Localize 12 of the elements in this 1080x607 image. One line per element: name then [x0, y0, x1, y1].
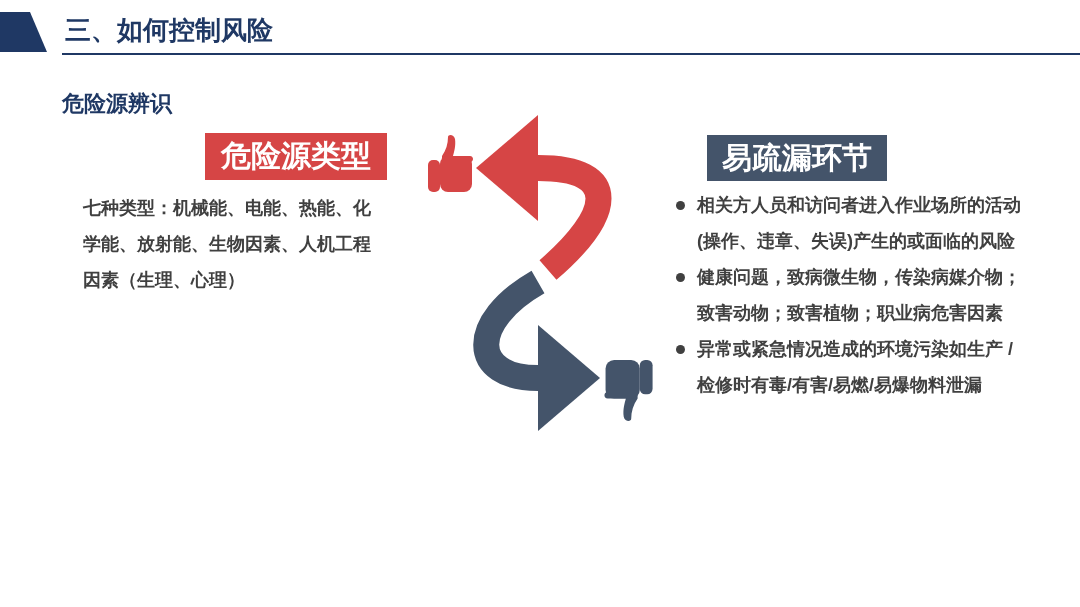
bullet-text: 相关方人员和访问者进入作业场所的活动(操作、违章、失误)产生的或面临的风险	[676, 187, 1026, 259]
bullet-text: 健康问题，致病微生物，传染病媒介物；致害动物；致害植物；职业病危害因素	[676, 259, 1026, 331]
curved-arrow	[473, 271, 600, 431]
heading-box: 危险源类型	[205, 133, 387, 180]
heading-box: 易疏漏环节	[707, 135, 887, 181]
slide-title: 三、如何控制风险	[65, 14, 273, 47]
bullet-text: 异常或紧急情况造成的环境污染如生产 / 检修时有毒/有害/易燃/易爆物料泄漏	[676, 331, 1026, 403]
thumbs-up-icon	[428, 134, 474, 192]
thumbs-down-icon	[602, 360, 654, 422]
curved-arrow	[476, 115, 612, 280]
section-heading: 危险源辨识	[62, 90, 172, 118]
body-text: 七种类型：机械能、电能、热能、化学能、放射能、生物因素、人机工程因素（生理、心理）	[83, 197, 372, 292]
